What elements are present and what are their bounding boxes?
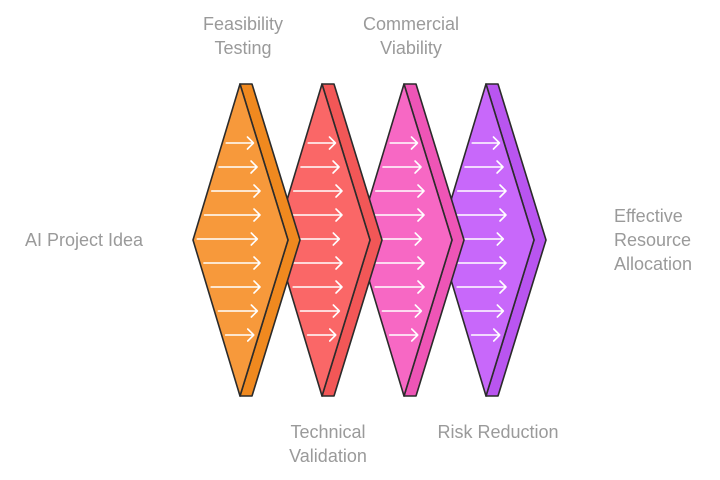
flow-arrow-icon — [389, 136, 419, 150]
stage-4-chevron — [438, 83, 547, 397]
stage-4-label: Risk Reduction — [437, 422, 559, 442]
flow-arrow-icon — [306, 328, 337, 342]
flow-arrow-icon — [299, 304, 341, 318]
stage-3-flow-arrows — [360, 136, 425, 342]
flow-arrow-icon — [196, 232, 259, 246]
flow-arrow-icon — [307, 136, 337, 150]
input-label: AI Project Idea — [25, 230, 144, 250]
flow-arrow-icon — [374, 280, 425, 294]
flow-arrow-icon — [217, 304, 259, 318]
flow-arrow-icon — [464, 160, 504, 174]
flow-arrow-icon — [203, 256, 261, 270]
stage-1-front-face — [192, 83, 289, 397]
flow-arrow-icon — [381, 304, 423, 318]
flow-arrow-icon — [285, 208, 343, 222]
flow-arrow-icon — [292, 280, 343, 294]
flow-arrow-icon — [449, 208, 507, 222]
flow-arrow-icon — [463, 304, 505, 318]
flow-arrow-icon — [382, 160, 422, 174]
stage-4-flow-arrows — [442, 136, 507, 342]
flow-arrow-icon — [456, 280, 507, 294]
flow-arrow-icon — [367, 208, 425, 222]
output-label: Effective Resource Allocation — [614, 206, 693, 274]
flow-arrow-icon — [292, 184, 343, 198]
stage-3-label: Commercial Viability — [362, 14, 459, 58]
flow-arrow-icon — [210, 184, 261, 198]
stage-2-front-face — [274, 83, 371, 397]
stage-3-front-face — [356, 83, 453, 397]
flow-arrow-icon — [374, 184, 425, 198]
flow-arrow-icon — [224, 328, 255, 342]
stage-4-front-face — [438, 83, 535, 397]
stage-2-chevron — [274, 83, 383, 397]
stage-1-label: Feasibility Testing — [202, 14, 284, 58]
stage-1-flow-arrows — [196, 136, 261, 342]
flow-arrow-icon — [285, 256, 343, 270]
flow-arrow-icon — [218, 160, 258, 174]
flow-arrow-icon — [203, 208, 261, 222]
flow-arrow-icon — [471, 136, 501, 150]
stages-layer — [192, 83, 547, 397]
stage-3-chevron — [356, 83, 465, 397]
flow-arrow-icon — [210, 280, 261, 294]
stage-1-chevron — [192, 83, 301, 397]
flow-arrow-icon — [470, 328, 501, 342]
flow-arrow-icon — [388, 328, 419, 342]
flow-arrow-icon — [225, 136, 255, 150]
flow-arrow-icon — [300, 160, 340, 174]
stage-2-label: Technical Validation — [289, 422, 367, 466]
flow-arrow-icon — [449, 256, 507, 270]
flow-arrow-icon — [367, 256, 425, 270]
flow-arrow-icon — [456, 184, 507, 198]
